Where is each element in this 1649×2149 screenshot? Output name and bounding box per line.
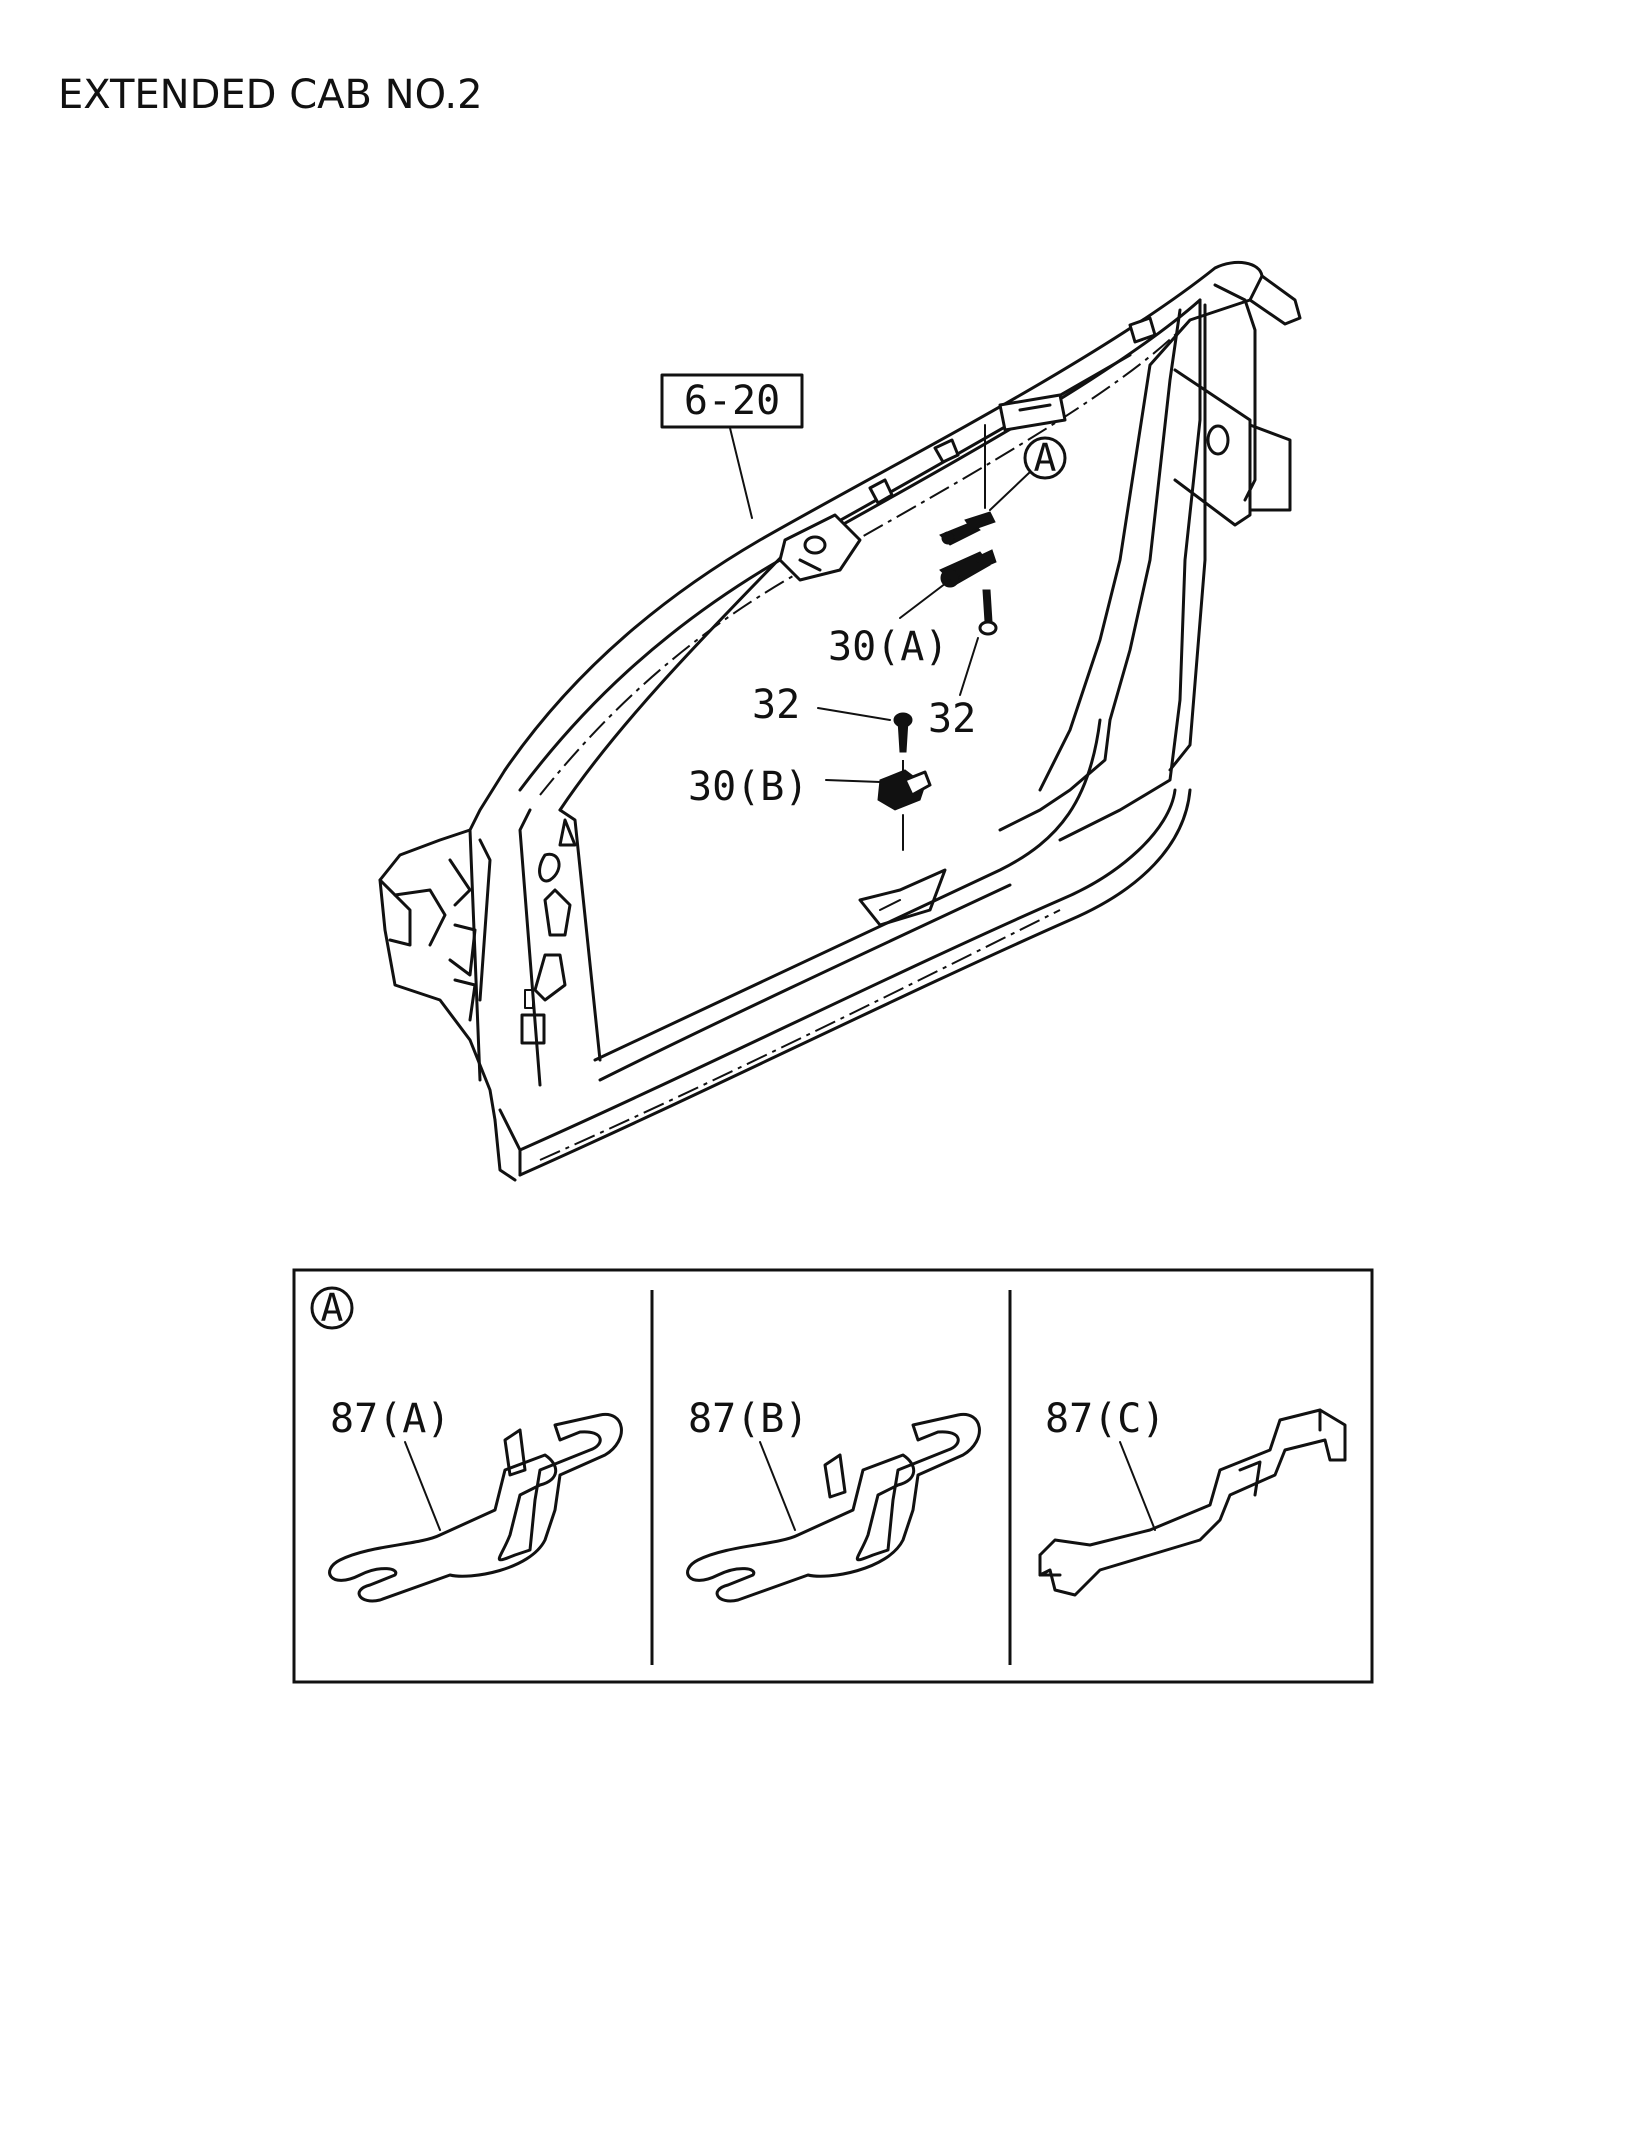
label-32-right: 32 — [928, 696, 976, 742]
label-87a: 87(A) — [330, 1396, 450, 1442]
detail-box: A 87(A) 87(B) 87(C) — [292, 1268, 1374, 1684]
bracket-30b-part — [877, 769, 932, 811]
label-87c: 87(C) — [1045, 1396, 1165, 1442]
ref-box-label: 6-20 — [684, 378, 780, 424]
detail-marker-letter: A — [321, 1286, 344, 1330]
callouts: 6-20 A — [660, 373, 1067, 851]
detail-marker — [310, 1286, 354, 1330]
callout-a-marker — [1023, 436, 1067, 480]
clip-30a-part — [939, 511, 997, 588]
detail-panel-87b: 87(B) — [686, 1396, 981, 1603]
detail-panel-87a: 87(A) — [328, 1396, 623, 1603]
page-title: EXTENDED CAB NO.2 — [58, 72, 483, 118]
ref-box — [660, 373, 804, 429]
callout-a-letter: A — [1034, 436, 1057, 480]
side-panel-assembly — [378, 260, 1302, 1182]
screw-32-left-part — [893, 712, 913, 753]
label-30a: 30(A) — [828, 624, 948, 670]
label-30b: 30(B) — [688, 764, 808, 810]
label-87b: 87(B) — [688, 1396, 808, 1442]
label-32-left: 32 — [752, 682, 800, 728]
detail-panel-87c: 87(C) — [1038, 1396, 1347, 1597]
screw-32-right-part — [978, 589, 998, 636]
